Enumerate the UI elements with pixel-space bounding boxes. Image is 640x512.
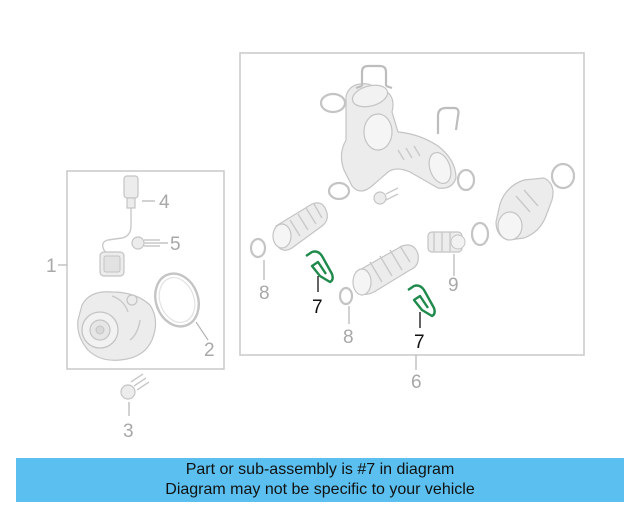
thermostat-housing-part [340,83,457,192]
callout-9: 9 [448,275,459,296]
bolt-part-3 [120,373,150,400]
o-ring-part-far-right [550,162,576,190]
callout-8-center: 8 [343,327,354,348]
clip-part-right [436,106,460,134]
callout-6: 6 [411,372,422,393]
part-info-banner: Part or sub-assembly is #7 in diagram Di… [16,458,624,502]
parts-diagram: 1 2 3 4 5 6 8 8 9 7 7 [46,52,585,442]
water-pump-body-part [77,291,157,361]
callout-7-center: 7 [414,332,425,353]
clip-part-7-left [305,250,334,284]
temperature-sensor-part [99,175,139,277]
thermostat-housing-group-box [239,52,585,356]
o-ring-part-8-center [338,286,354,306]
o-ring-part-9 [470,221,490,247]
o-ring-part-mid [327,181,351,201]
clip-part-top [355,64,393,89]
callout-2: 2 [204,340,215,361]
clip-part-7-center [407,284,436,318]
callout-3: 3 [123,421,134,442]
o-ring-part-8-left [249,237,267,259]
callout-5: 5 [170,234,181,255]
bolt-part-center [373,187,399,205]
sensor-part-9 [427,231,466,253]
o-ring-part-2 [154,272,200,328]
callout-8-left: 8 [259,283,270,304]
banner-line-1: Part or sub-assembly is #7 in diagram [185,461,455,478]
hose-connector-part-left [272,202,328,251]
hose-connector-part-center [352,244,419,296]
outlet-flange-part [495,177,554,241]
bolt-part-5 [131,236,160,250]
leader-2 [195,321,209,341]
o-ring-part-left-top [319,92,347,114]
banner-line-2: Diagram may not be specific to your vehi… [165,481,475,498]
callout-7-left: 7 [312,297,323,318]
water-pump-group-box [66,170,225,370]
callout-1: 1 [46,256,57,277]
callout-4: 4 [159,192,170,213]
o-ring-part-right [456,168,476,192]
